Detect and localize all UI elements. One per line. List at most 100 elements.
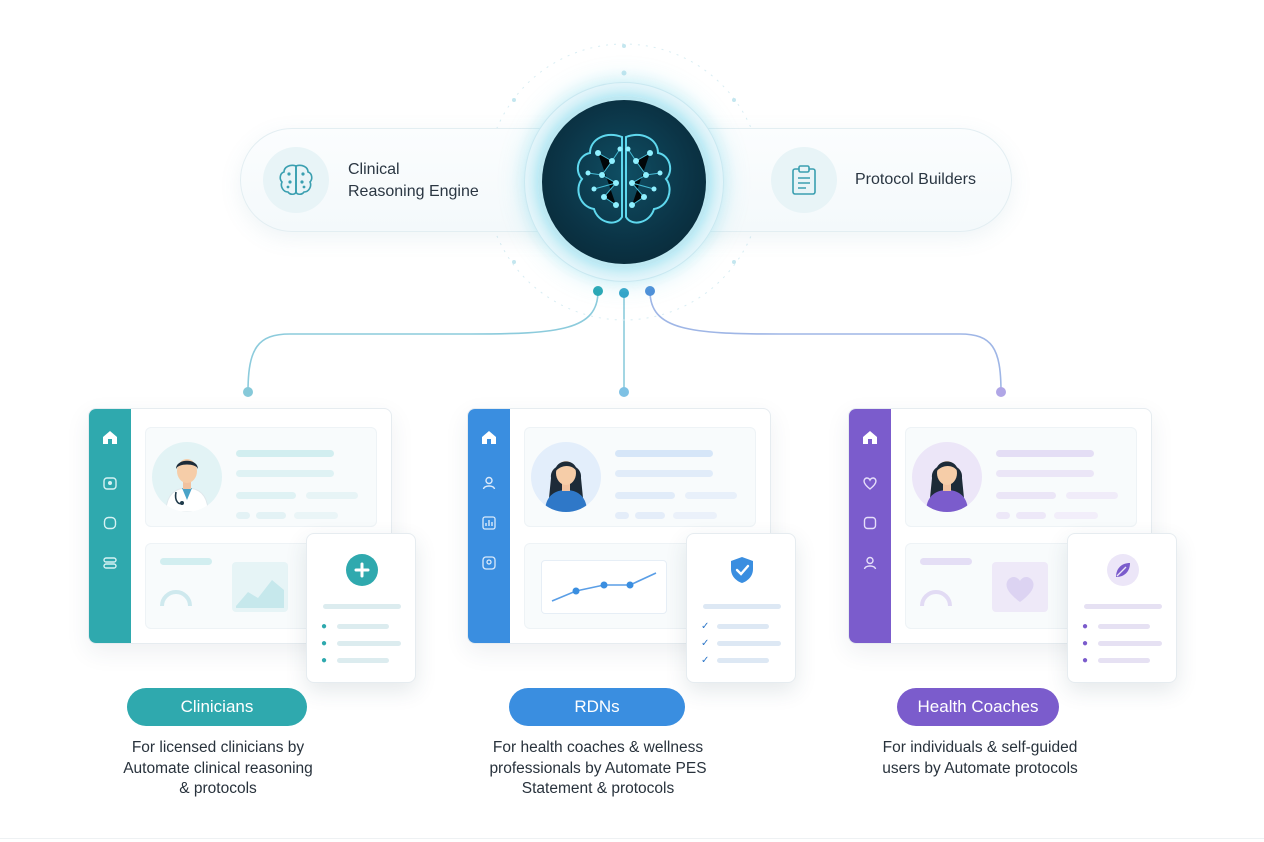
heart-icon bbox=[1006, 577, 1034, 602]
node-dot bbox=[996, 387, 1006, 397]
home-icon[interactable] bbox=[860, 427, 880, 447]
shield-check-icon bbox=[726, 554, 758, 586]
check-icon: ✓ bbox=[701, 621, 710, 632]
plus-icon bbox=[346, 554, 378, 586]
desc-line: For health coaches & wellness bbox=[492, 739, 704, 756]
heart-tile bbox=[992, 562, 1048, 612]
text-placeholder bbox=[236, 492, 296, 499]
heart-icon[interactable] bbox=[860, 473, 880, 493]
coach-avatar bbox=[912, 442, 982, 512]
rdns-description: For health coaches & wellness profession… bbox=[448, 738, 748, 800]
text-placeholder bbox=[1098, 624, 1150, 629]
text-placeholder bbox=[717, 658, 769, 663]
label-line: Clinical bbox=[348, 161, 400, 178]
orbit-dot bbox=[621, 70, 627, 76]
text-placeholder bbox=[337, 624, 389, 629]
clinicians-pill[interactable]: Clinicians bbox=[127, 688, 307, 726]
user-icon[interactable] bbox=[860, 553, 880, 573]
text-placeholder bbox=[615, 492, 675, 499]
clinician-avatar bbox=[152, 442, 222, 512]
bullet-icon: ● bbox=[1082, 655, 1089, 666]
orbit-dot bbox=[512, 98, 516, 102]
desc-line: users by Automate protocols bbox=[882, 759, 1078, 777]
leaf-icon bbox=[1107, 554, 1139, 586]
text-placeholder bbox=[615, 512, 629, 519]
area-chart-icon bbox=[236, 580, 284, 608]
home-icon[interactable] bbox=[100, 427, 120, 447]
bullet-icon: ● bbox=[1082, 621, 1089, 632]
sidebar bbox=[89, 409, 131, 643]
settings-icon[interactable] bbox=[100, 553, 120, 573]
text-placeholder bbox=[256, 512, 286, 519]
health-coaches-pill[interactable]: Health Coaches bbox=[897, 688, 1059, 726]
neural-brain-icon bbox=[538, 96, 710, 268]
gauge-icon bbox=[160, 590, 192, 607]
bar-chart-icon[interactable] bbox=[479, 513, 499, 533]
node-dot bbox=[645, 286, 655, 296]
text-placeholder bbox=[920, 558, 972, 565]
clinicians-protocol-card: ● ● ● bbox=[306, 533, 416, 683]
check-icon: ✓ bbox=[701, 638, 710, 649]
rdns-protocol-card: ✓ ✓ ✓ bbox=[686, 533, 796, 683]
records-icon[interactable] bbox=[100, 513, 120, 533]
home-icon[interactable] bbox=[479, 427, 499, 447]
check-icon: ✓ bbox=[701, 655, 710, 666]
node-dot bbox=[593, 286, 603, 296]
text-placeholder bbox=[717, 641, 781, 646]
text-placeholder bbox=[1098, 658, 1150, 663]
journal-icon[interactable] bbox=[860, 513, 880, 533]
rdns-dashboard bbox=[467, 408, 771, 644]
protocol-builders-label: Protocol Builders bbox=[855, 171, 976, 188]
text-placeholder bbox=[996, 450, 1094, 457]
label-line: Reasoning Engine bbox=[348, 183, 479, 200]
text-placeholder bbox=[673, 512, 717, 519]
text-placeholder bbox=[1054, 512, 1098, 519]
clinical-reasoning-engine-label: Clinical Reasoning Engine bbox=[348, 159, 479, 203]
wire-to-health-coaches bbox=[649, 290, 1002, 393]
line-chart-tile bbox=[541, 560, 667, 614]
contacts-icon[interactable] bbox=[479, 553, 499, 573]
orbit-dot bbox=[622, 44, 626, 48]
text-placeholder bbox=[294, 512, 338, 519]
clinicians-description: For licensed clinicians by Automate clin… bbox=[68, 738, 368, 800]
orbit-dot bbox=[732, 98, 736, 102]
desc-line: Automate clinical reasoning bbox=[123, 759, 313, 777]
text-placeholder bbox=[1016, 512, 1046, 519]
text-placeholder bbox=[996, 492, 1056, 499]
text-placeholder bbox=[703, 604, 781, 609]
text-placeholder bbox=[1066, 492, 1118, 499]
rdn-avatar bbox=[531, 442, 601, 512]
gauge-icon bbox=[920, 590, 952, 607]
brain-icon bbox=[263, 147, 329, 213]
desc-line: Statement & protocols bbox=[521, 780, 675, 797]
clipboard-icon bbox=[771, 147, 837, 213]
text-placeholder bbox=[306, 492, 358, 499]
bullet-icon: ● bbox=[321, 655, 328, 666]
rdns-pill[interactable]: RDNs bbox=[509, 688, 685, 726]
line-chart-icon bbox=[551, 572, 657, 602]
text-placeholder bbox=[236, 470, 334, 477]
profile-panel bbox=[905, 427, 1137, 527]
divider bbox=[0, 838, 1264, 839]
node-dot bbox=[243, 387, 253, 397]
user-icon[interactable] bbox=[479, 473, 499, 493]
text-placeholder bbox=[635, 512, 665, 519]
text-placeholder bbox=[717, 624, 769, 629]
sidebar bbox=[849, 409, 891, 643]
text-placeholder bbox=[236, 450, 334, 457]
profile-icon[interactable] bbox=[100, 473, 120, 493]
text-placeholder bbox=[996, 512, 1010, 519]
orbit-dot bbox=[512, 260, 516, 264]
text-placeholder bbox=[337, 658, 389, 663]
text-placeholder bbox=[1084, 604, 1162, 609]
sidebar bbox=[468, 409, 510, 643]
bullet-icon: ● bbox=[321, 638, 328, 649]
text-placeholder bbox=[323, 604, 401, 609]
wire-to-clinicians bbox=[247, 290, 599, 393]
text-placeholder bbox=[996, 470, 1094, 477]
node-dot bbox=[619, 387, 629, 397]
node-dot bbox=[619, 288, 629, 298]
text-placeholder bbox=[236, 512, 250, 519]
bullet-icon: ● bbox=[1082, 638, 1089, 649]
